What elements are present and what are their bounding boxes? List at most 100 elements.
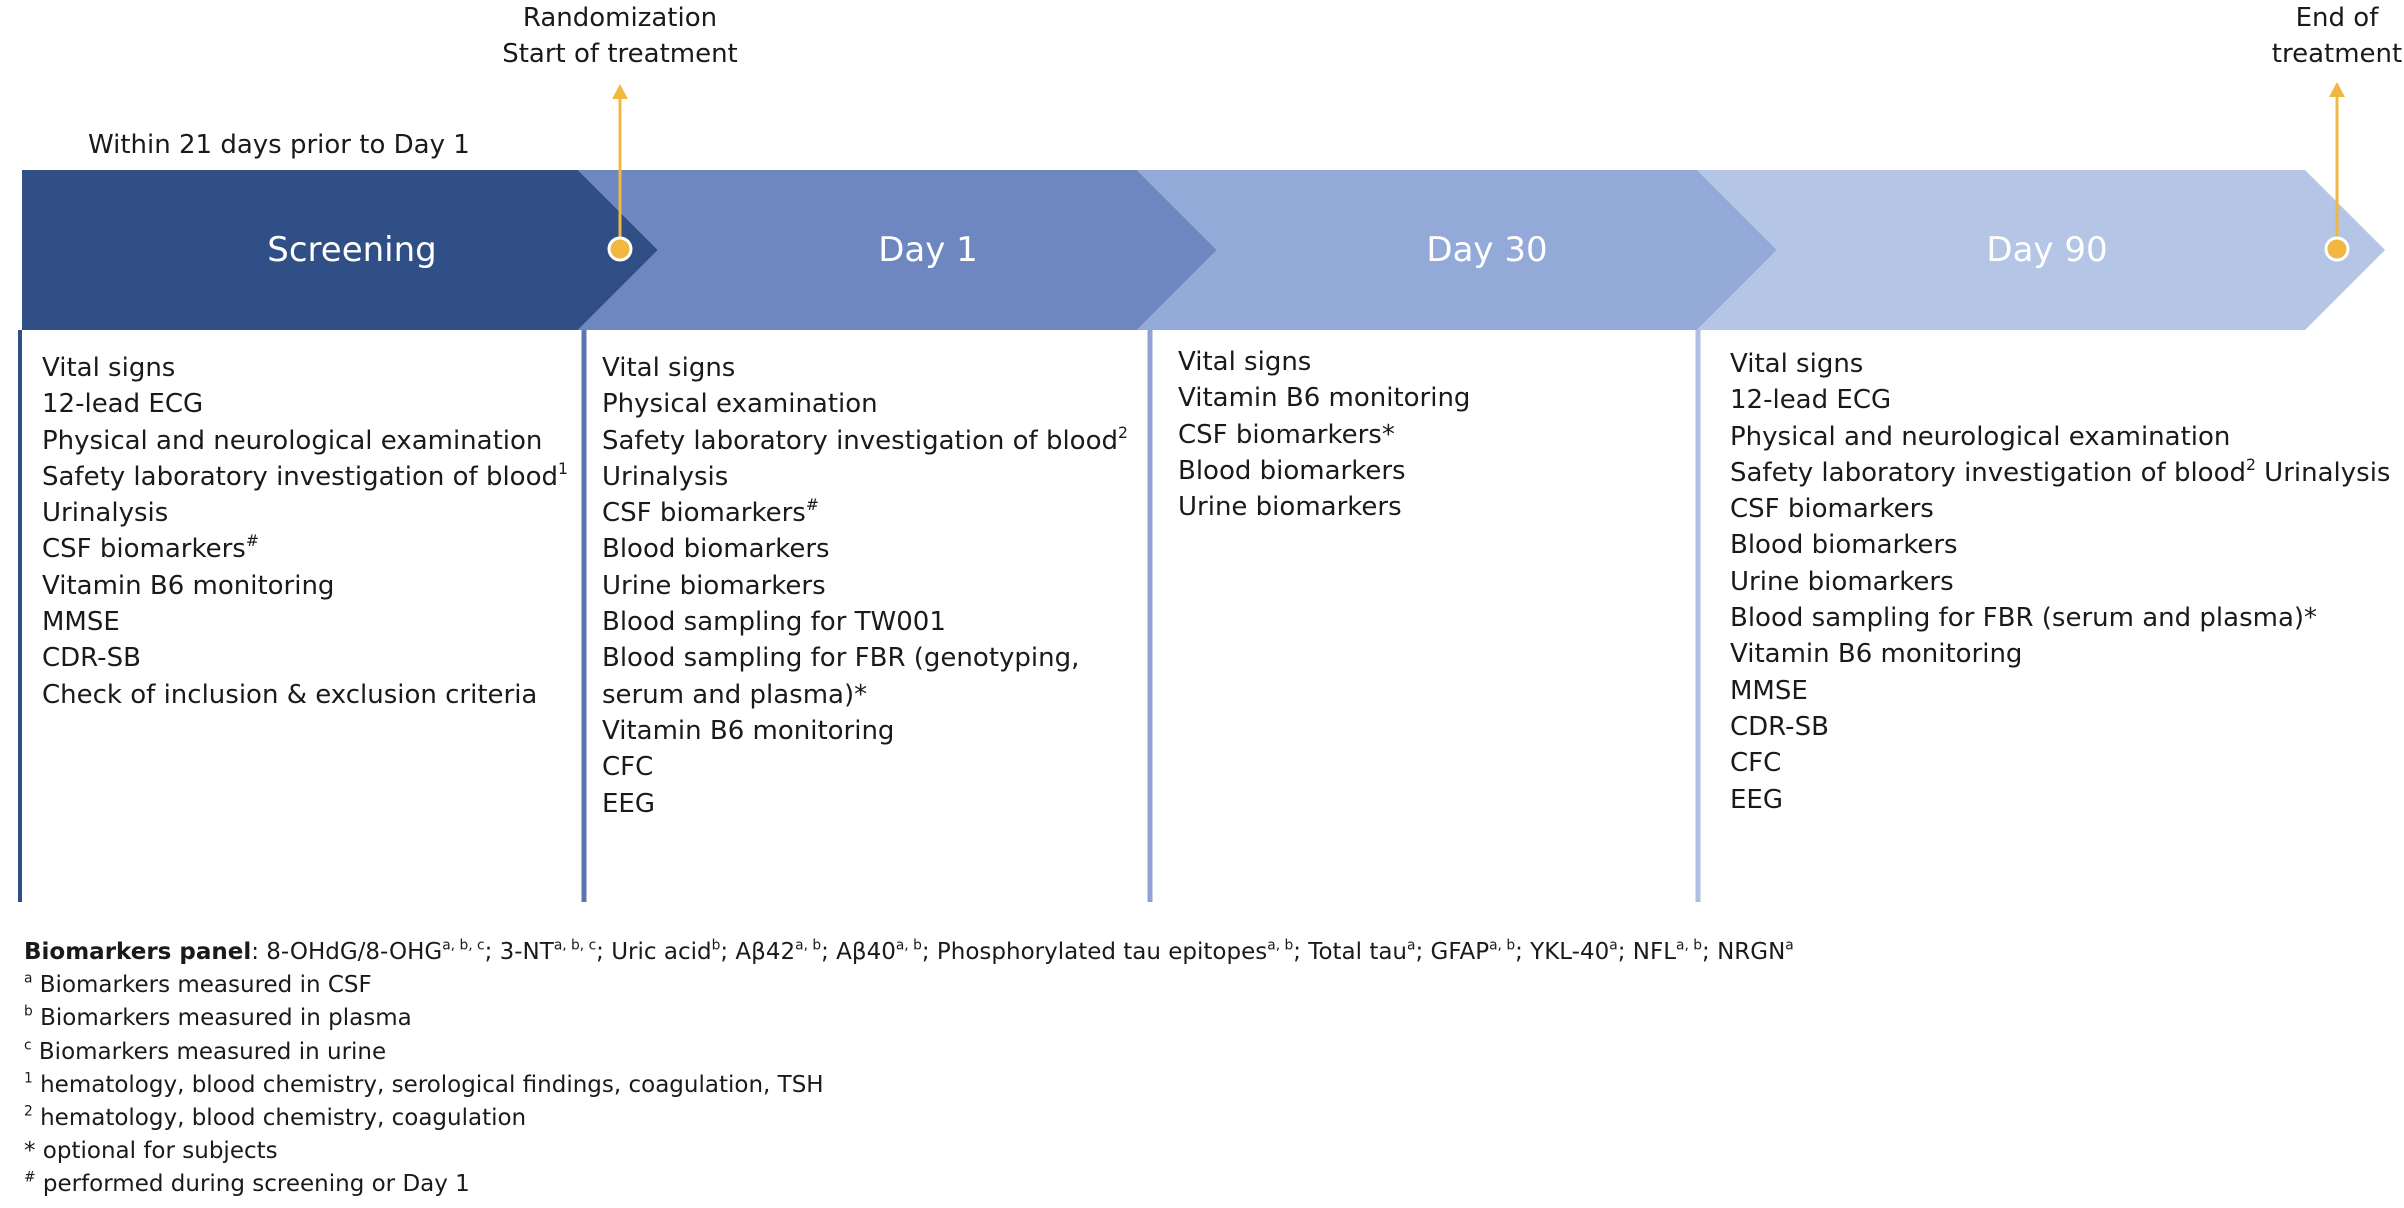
biomarker-footnote-mark: a, b: [895, 937, 922, 954]
biomarker-name: Uric acid: [611, 939, 712, 965]
activity-text: Physical and neurological examination: [42, 425, 543, 456]
end-callout-line1: End of: [2295, 3, 2379, 33]
footnote-item: 2 hematology, blood chemistry, coagulati…: [24, 1102, 1794, 1135]
day1-activity-item: Physical examination: [602, 386, 1154, 422]
activity-text: CDR-SB: [42, 643, 141, 674]
day90-activity-item: CDR-SB: [1730, 709, 2390, 745]
day90-activity-item: Vital signs: [1730, 346, 2390, 382]
activity-text: Vital signs: [42, 353, 176, 383]
biomarker-footnote-mark: a, b: [1676, 937, 1703, 954]
biomarker-footnote-mark: a: [1609, 937, 1618, 954]
activity-text: Vital signs: [602, 353, 736, 383]
footnote-text: * optional for subjects: [24, 1138, 278, 1165]
day30-activity-item: Blood biomarkers: [1178, 453, 1470, 489]
biomarker-name: 3-NT: [499, 939, 554, 965]
day30-arrow: [1137, 170, 1777, 330]
activity-text: Urine biomarkers: [1730, 566, 1954, 597]
activity-text: Vitamin B6 monitoring: [1178, 383, 1471, 414]
day90-activity-item: Physical and neurological examination: [1730, 419, 2390, 455]
biomarker-name: NRGN: [1717, 939, 1786, 965]
biomarker-name: NFL: [1632, 939, 1677, 965]
activity-text: CSF biomarkers: [42, 534, 246, 565]
day1-activity-item: CFC: [602, 749, 1154, 785]
footnote-mark: 1: [558, 459, 568, 478]
footnote-mark: #: [805, 496, 819, 515]
day1-activity-item: Blood sampling for TW001: [602, 604, 1154, 640]
footnote-text: hematology, blood chemistry, serological…: [32, 1071, 824, 1098]
footnote-mark: 2: [1118, 423, 1128, 442]
footnote-item: b Biomarkers measured in plasma: [24, 1002, 1794, 1035]
screening-activity-item: MMSE: [42, 604, 568, 640]
activity-text: Urine biomarkers: [1178, 492, 1402, 523]
activity-text: Vital signs: [1178, 347, 1312, 377]
randomization-callout-line2: Start of treatment: [502, 39, 738, 69]
activity-text: Urinalysis: [42, 498, 169, 529]
day90-activity-item: Blood sampling for FBR (serum and plasma…: [1730, 600, 2390, 636]
activity-text: Physical examination: [602, 389, 878, 420]
footnote-mark: 2: [24, 1103, 33, 1120]
biomarkers-panel-label: Biomarkers panel: [24, 939, 252, 965]
day30-activity-item: Vital signs: [1178, 344, 1470, 380]
activity-text: Blood sampling for FBR (genotyping, seru…: [602, 643, 1080, 710]
footnote-text: Biomarkers measured in plasma: [32, 1005, 412, 1032]
end-callout-line2: treatment: [2271, 39, 2403, 69]
activity-text: CSF biomarkers*: [1178, 419, 1395, 450]
day1-activity-item: EEG: [602, 786, 1154, 822]
end-of-treatment-marker-dot: [2324, 236, 2350, 262]
footnote-item: a Biomarkers measured in CSF: [24, 969, 1794, 1002]
activity-text: Vitamin B6 monitoring: [602, 715, 895, 746]
screening-window-note: Within 21 days prior to Day 1: [88, 130, 470, 160]
biomarker-name: YKL-40: [1530, 939, 1610, 965]
activity-text: Safety laboratory investigation of blood: [42, 461, 558, 492]
biomarker-name: GFAP: [1430, 939, 1490, 965]
phase-label-day90: Day 90: [1986, 230, 2108, 270]
activity-text: Blood biomarkers: [1178, 455, 1406, 486]
end-of-treatment-arrowhead: [2329, 82, 2345, 97]
day90-activity-item: CSF biomarkers: [1730, 491, 2390, 527]
phase-label-screening: Screening: [267, 230, 437, 270]
footnote-text: Biomarkers measured in urine: [31, 1038, 387, 1065]
day1-activity-item: Urine biomarkers: [602, 568, 1154, 604]
day1-activity-item: Blood sampling for FBR (genotyping, seru…: [602, 640, 1154, 713]
activity-text: Blood sampling for FBR (serum and plasma…: [1730, 603, 2318, 634]
screening-activity-list: Vital signs 12-lead ECG Physical and neuro…: [42, 350, 568, 713]
activity-text: Blood sampling for TW001: [602, 607, 946, 638]
activity-text: Check of inclusion & exclusion criteria: [42, 679, 538, 710]
footnote-mark: 2: [2246, 455, 2256, 474]
day90-arrow: [1697, 170, 2385, 330]
day30-activity-item: CSF biomarkers*: [1178, 417, 1470, 453]
screening-activity-item: Check of inclusion & exclusion criteria: [42, 677, 568, 713]
randomization-callout-line1: Randomization: [522, 3, 718, 33]
activity-text: Vitamin B6 monitoring: [1730, 639, 2023, 670]
activity-text-continued: Urinalysis: [2255, 457, 2391, 488]
activity-text: Vitamin B6 monitoring: [42, 570, 335, 601]
day1-activity-item: Blood biomarkers: [602, 531, 1154, 567]
day90-activity-item: Blood biomarkers: [1730, 527, 2390, 563]
footnote-item: # performed during screening or Day 1: [24, 1168, 1794, 1201]
activity-text: 12-lead ECG: [42, 389, 204, 420]
day90-activity-item: 12-lead ECG: [1730, 382, 2390, 418]
activity-text: EEG: [602, 788, 656, 819]
day30-activity-item: Vitamin B6 monitoring: [1178, 380, 1470, 416]
footnote-text: performed during screening or Day 1: [35, 1171, 470, 1198]
footnotes: Biomarkers panel: 8-OHdG/8-OHGa, b, c; 3…: [24, 936, 1794, 1202]
activity-text: CFC: [1730, 748, 1782, 779]
activity-text: Blood biomarkers: [1730, 530, 1958, 561]
footnote-text: hematology, blood chemistry, coagulation: [32, 1105, 527, 1132]
biomarker-footnote-mark: a, b: [1267, 937, 1294, 954]
day1-arrow: [578, 170, 1217, 330]
footnote-item: * optional for subjects: [24, 1135, 1794, 1168]
footnote-item: 1 hematology, blood chemistry, serologic…: [24, 1069, 1794, 1102]
activity-text: CFC: [602, 752, 654, 783]
biomarker-footnote-mark: b: [711, 937, 721, 954]
screening-activity-item: 12-lead ECG: [42, 386, 568, 422]
biomarker-name: Total tau: [1308, 939, 1408, 965]
activity-text: MMSE: [1730, 675, 1808, 706]
biomarker-footnote-mark: a: [1785, 937, 1794, 954]
activity-text: Safety laboratory investigation of blood: [1730, 457, 2246, 488]
biomarker-footnote-mark: a: [1407, 937, 1416, 954]
randomization-arrowhead: [612, 84, 628, 99]
biomarker-footnote-mark: a, b, c: [553, 937, 597, 954]
activity-text: MMSE: [42, 607, 120, 638]
